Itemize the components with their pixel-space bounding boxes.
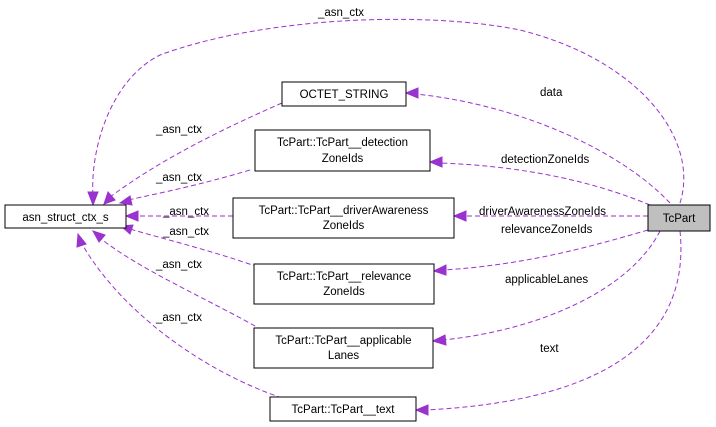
edge-tcpart-to-driver (452, 210, 648, 222)
node-detection-zoneids[interactable]: TcPart::TcPart__detection ZoneIds (254, 129, 431, 172)
edge-driver-to-asn-struct (124, 210, 233, 222)
node-tcpart[interactable]: TcPart (647, 204, 711, 232)
edge-tcpart-to-detection (428, 156, 651, 206)
node-asn-struct-ctx-label: asn_struct_ctx_s (22, 212, 109, 224)
edge-label-asn-ctx-relevance-a: _asn_ctx (162, 226, 209, 238)
node-driver-label-line1: TcPart::TcPart__driverAwareness (259, 205, 429, 217)
node-tcpart-label: TcPart (663, 213, 696, 225)
edge-label-text: text (540, 343, 559, 355)
edge-label-asn-ctx-applicable: _asn_ctx (155, 312, 202, 324)
node-text[interactable]: TcPart::TcPart__text (269, 396, 417, 422)
edge-detection-to-asn-struct (118, 169, 251, 206)
edge-octet-to-asn-struct (103, 102, 283, 205)
edge-label-relevance: relevanceZoneIds (501, 224, 593, 236)
edge-label-asn-ctx-detection: _asn_ctx (155, 172, 202, 184)
edge-text-to-asn-struct (76, 232, 283, 399)
edge-tcpart-to-octet (404, 87, 671, 204)
edge-label-driver: driverAwarenessZoneIds (479, 206, 606, 218)
node-relevance-label-line1: TcPart::TcPart__relevance (277, 271, 411, 283)
node-driver-awareness-zoneids[interactable]: TcPart::TcPart__driverAwareness ZoneIds (232, 197, 455, 239)
edge-label-applicable: applicableLanes (505, 274, 588, 286)
node-relevance-zoneids[interactable]: TcPart::TcPart__relevance ZoneIds (253, 263, 435, 305)
edge-label-asn-ctx-driver: _asn_ctx (162, 206, 209, 218)
node-detection-label-line2: ZoneIds (322, 153, 364, 165)
edge-label-asn-ctx-relevance-b: _asn_ctx (155, 259, 202, 271)
edge-tcpart-to-relevance (432, 229, 649, 276)
node-detection-label-line1: TcPart::TcPart__detection (277, 137, 408, 149)
node-octet-string[interactable]: OCTET_STRING (281, 81, 407, 107)
edge-label-detection: detectionZoneIds (501, 154, 589, 166)
edge-applicable-to-asn-struct (91, 230, 263, 331)
node-text-label: TcPart::TcPart__text (292, 404, 396, 416)
edge-label-asn-ctx-top: _asn_ctx (317, 7, 364, 19)
edge-tcpart-to-asn-struct-top (87, 18, 685, 207)
node-relevance-label-line2: ZoneIds (323, 286, 365, 298)
node-asn-struct-ctx[interactable]: asn_struct_ctx_s (4, 204, 127, 229)
node-applicable-lanes[interactable]: TcPart::TcPart__applicable Lanes (253, 327, 434, 369)
node-octet-string-label: OCTET_STRING (300, 89, 389, 101)
edge-label-asn-ctx-octet: _asn_ctx (155, 124, 202, 136)
node-applicable-label-line2: Lanes (328, 350, 360, 362)
node-applicable-label-line1: TcPart::TcPart__applicable (275, 335, 411, 347)
node-driver-label-line2: ZoneIds (323, 220, 365, 232)
edge-tcpart-to-applicable (431, 230, 661, 346)
edge-tcpart-to-text (414, 230, 682, 416)
edge-label-data: data (540, 87, 563, 99)
